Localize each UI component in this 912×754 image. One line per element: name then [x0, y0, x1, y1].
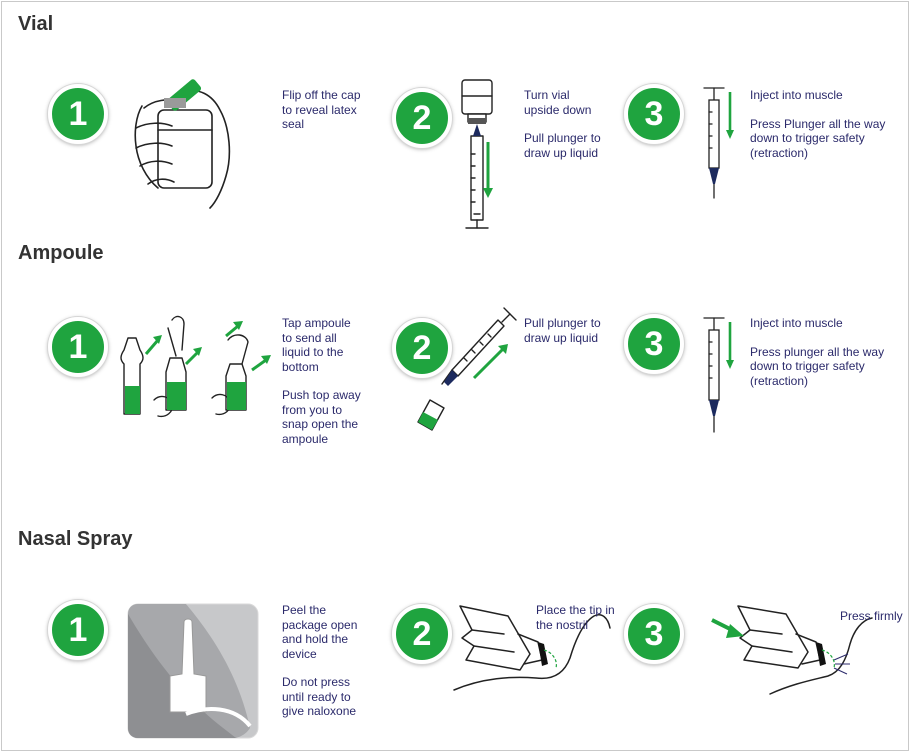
instruction-text: Tap ampoule to send all liquid to the bo…	[282, 316, 351, 374]
step-instructions: Place the tip in the nostril	[536, 603, 615, 646]
instruction-text: Place the tip in the nostril	[536, 603, 615, 632]
instruction-text: Press firmly	[840, 609, 903, 623]
instruction-text: Inject into muscle	[750, 88, 843, 102]
step-instructions: Inject into muscle Press plunger all the…	[750, 316, 884, 402]
step-instructions: Tap ampoule to send all liquid to the bo…	[282, 316, 361, 460]
step-number-badge: 2	[392, 318, 452, 378]
instruction-text: Pull plunger to draw up liquid	[524, 131, 601, 160]
section-title-vial: Vial	[18, 13, 54, 35]
drawing-liquid-from-ampoule-illustration	[417, 307, 517, 431]
syringe-injecting-illustration	[703, 317, 734, 433]
pressing-spray-plunger-illustration	[711, 605, 873, 695]
instruction-text: Press plunger all the way down to trigge…	[750, 344, 885, 388]
step-number-badge: 1	[48, 317, 108, 377]
instruction-text: Push top away from you to snap open the …	[282, 388, 361, 446]
step-number-badge: 2	[392, 88, 452, 148]
step-instructions: Peel the package open and hold the devic…	[282, 603, 357, 733]
inverted-vial-and-syringe-illustration	[461, 79, 493, 229]
instruction-text: Flip off the cap to reveal latex seal	[282, 88, 361, 131]
instruction-text: Inject into muscle	[750, 316, 843, 330]
placing-spray-tip-in-nostril-illustration	[453, 605, 611, 691]
step-instructions: Turn vial upside down Pull plunger to dr…	[524, 88, 601, 174]
syringe-injecting-illustration	[703, 87, 734, 199]
step-number-badge: 1	[48, 84, 108, 144]
step-instructions: Flip off the cap to reveal latex seal	[282, 88, 361, 146]
step-number-badge: 3	[624, 314, 684, 374]
peeling-nasal-spray-package-illustration	[127, 603, 259, 739]
step-instructions: Press firmly	[840, 609, 903, 638]
instruction-text: Peel the package open and hold the devic…	[282, 603, 358, 661]
instruction-text: Pull plunger to draw up liquid	[524, 316, 601, 345]
section-title-ampoule: Ampoule	[18, 242, 104, 264]
instruction-text: Turn vial upside down	[524, 88, 592, 117]
hand-flipping-vial-cap-illustration	[134, 79, 231, 209]
step-number-badge: 2	[392, 604, 452, 664]
step-instructions: Pull plunger to draw up liquid	[524, 316, 601, 359]
instruction-text: Press Plunger all the way down to trigge…	[750, 116, 886, 160]
step-instructions: Inject into muscle Press Plunger all the…	[750, 88, 885, 174]
instruction-text: Do not press until ready to give naloxon…	[282, 675, 357, 718]
step-number-badge: 3	[624, 604, 684, 664]
tapping-and-snapping-ampoule-illustration	[120, 315, 271, 418]
step-number-badge: 1	[48, 600, 108, 660]
section-title-nasal-spray: Nasal Spray	[18, 528, 133, 550]
step-number-badge: 3	[624, 84, 684, 144]
